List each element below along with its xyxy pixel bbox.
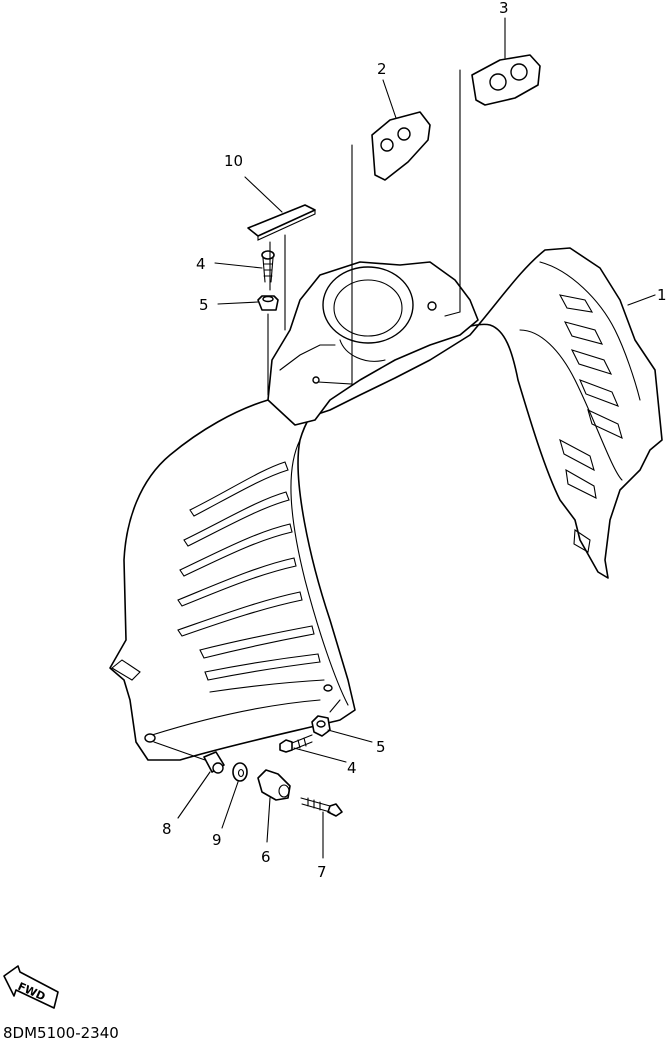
part-7-bolt — [300, 797, 343, 817]
callout-8: 8 — [162, 820, 172, 838]
part-2-bracket — [371, 111, 431, 181]
part-9-washer — [232, 762, 248, 782]
callout-leaders — [177, 17, 656, 859]
callout-9: 9 — [212, 831, 222, 849]
callout-3: 3 — [499, 0, 509, 17]
callout-6: 6 — [261, 848, 271, 866]
part-3-bracket — [471, 54, 541, 106]
assembly-lines — [153, 69, 461, 761]
part-8-collar — [203, 751, 225, 774]
callout-7: 7 — [317, 863, 327, 881]
part-10-pad — [247, 204, 316, 241]
callout-2: 2 — [377, 60, 387, 78]
meter-housing — [267, 261, 479, 426]
callout-1: 1 — [657, 286, 667, 304]
part-4-top-bolt — [261, 250, 275, 283]
part-6-mount — [257, 769, 291, 801]
part-5-bottom-grommet — [311, 715, 331, 737]
callout-5-top: 5 — [199, 296, 209, 314]
part-5-top-grommet — [257, 295, 279, 311]
callout-4-top: 4 — [196, 255, 206, 273]
callout-4-bottom: 4 — [347, 759, 357, 777]
part-1-cowl — [109, 247, 663, 761]
drawing-code: 8DM5100-2340 — [3, 1024, 119, 1042]
callout-5-bottom: 5 — [376, 738, 386, 756]
fwd-arrow-badge: FWD — [3, 965, 59, 1009]
callout-10: 10 — [224, 152, 243, 170]
part-4-bottom-bolt — [279, 734, 313, 753]
